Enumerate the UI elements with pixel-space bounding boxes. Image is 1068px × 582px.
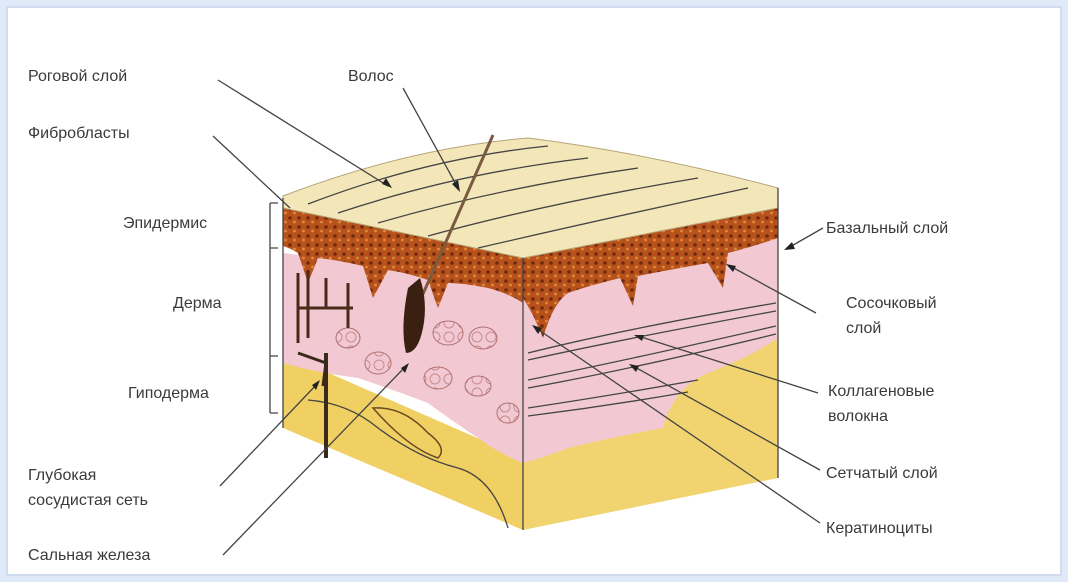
label-hair: Волос — [348, 68, 394, 85]
skin-cross-section-diagram: Роговой слой Волос Фибробласты Эпидермис… — [8, 8, 1060, 574]
label-dermis: Дерма — [173, 295, 222, 312]
label-reticular-layer: Сетчатый слой — [826, 465, 938, 482]
label-collagen-line1: Коллагеновые — [828, 383, 935, 400]
label-fibroblasts: Фибробласты — [28, 125, 130, 142]
layer-bracket — [270, 203, 278, 413]
label-epidermis: Эпидермис — [123, 215, 207, 232]
label-keratinocytes: Кератиноциты — [826, 520, 933, 537]
label-basal-layer: Базальный слой — [826, 220, 948, 237]
label-papillary-line2: слой — [846, 320, 881, 337]
label-hypodermis: Гиподерма — [128, 385, 209, 402]
label-sebaceous-gland: Сальная железа — [28, 547, 150, 564]
diagram-frame: Роговой слой Волос Фибробласты Эпидермис… — [8, 8, 1060, 574]
label-papillary-line1: Сосочковый — [846, 295, 937, 312]
label-deep-vascular-line2: сосудистая сеть — [28, 492, 148, 509]
label-collagen-line2: волокна — [828, 408, 888, 425]
label-deep-vascular-line1: Глубокая — [28, 467, 96, 484]
label-horny-layer: Роговой слой — [28, 68, 127, 85]
